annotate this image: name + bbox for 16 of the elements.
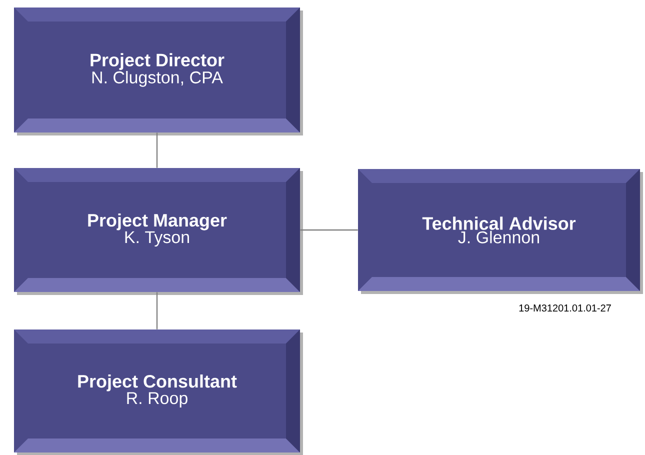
node-title: Technical Advisor (422, 216, 576, 230)
connector-line (300, 229, 358, 231)
node-title: Project Director (90, 53, 224, 70)
role-box (358, 169, 643, 294)
person-name: R. Roop (127, 392, 188, 408)
role-box (14, 8, 303, 136)
role-box (14, 330, 303, 455)
node-title: Project Manager (88, 213, 227, 230)
person-name: K. Tyson (125, 231, 189, 247)
person-name: N. Clugston, CPA (92, 70, 223, 87)
connector-line (156, 292, 158, 330)
role-box (14, 168, 303, 295)
node-title: Project Consultant (78, 374, 237, 392)
person-name: J. Glennon (458, 230, 539, 244)
connector-line (156, 132, 158, 168)
drawing-number: 19-M31201.01.01-27 (519, 304, 611, 312)
